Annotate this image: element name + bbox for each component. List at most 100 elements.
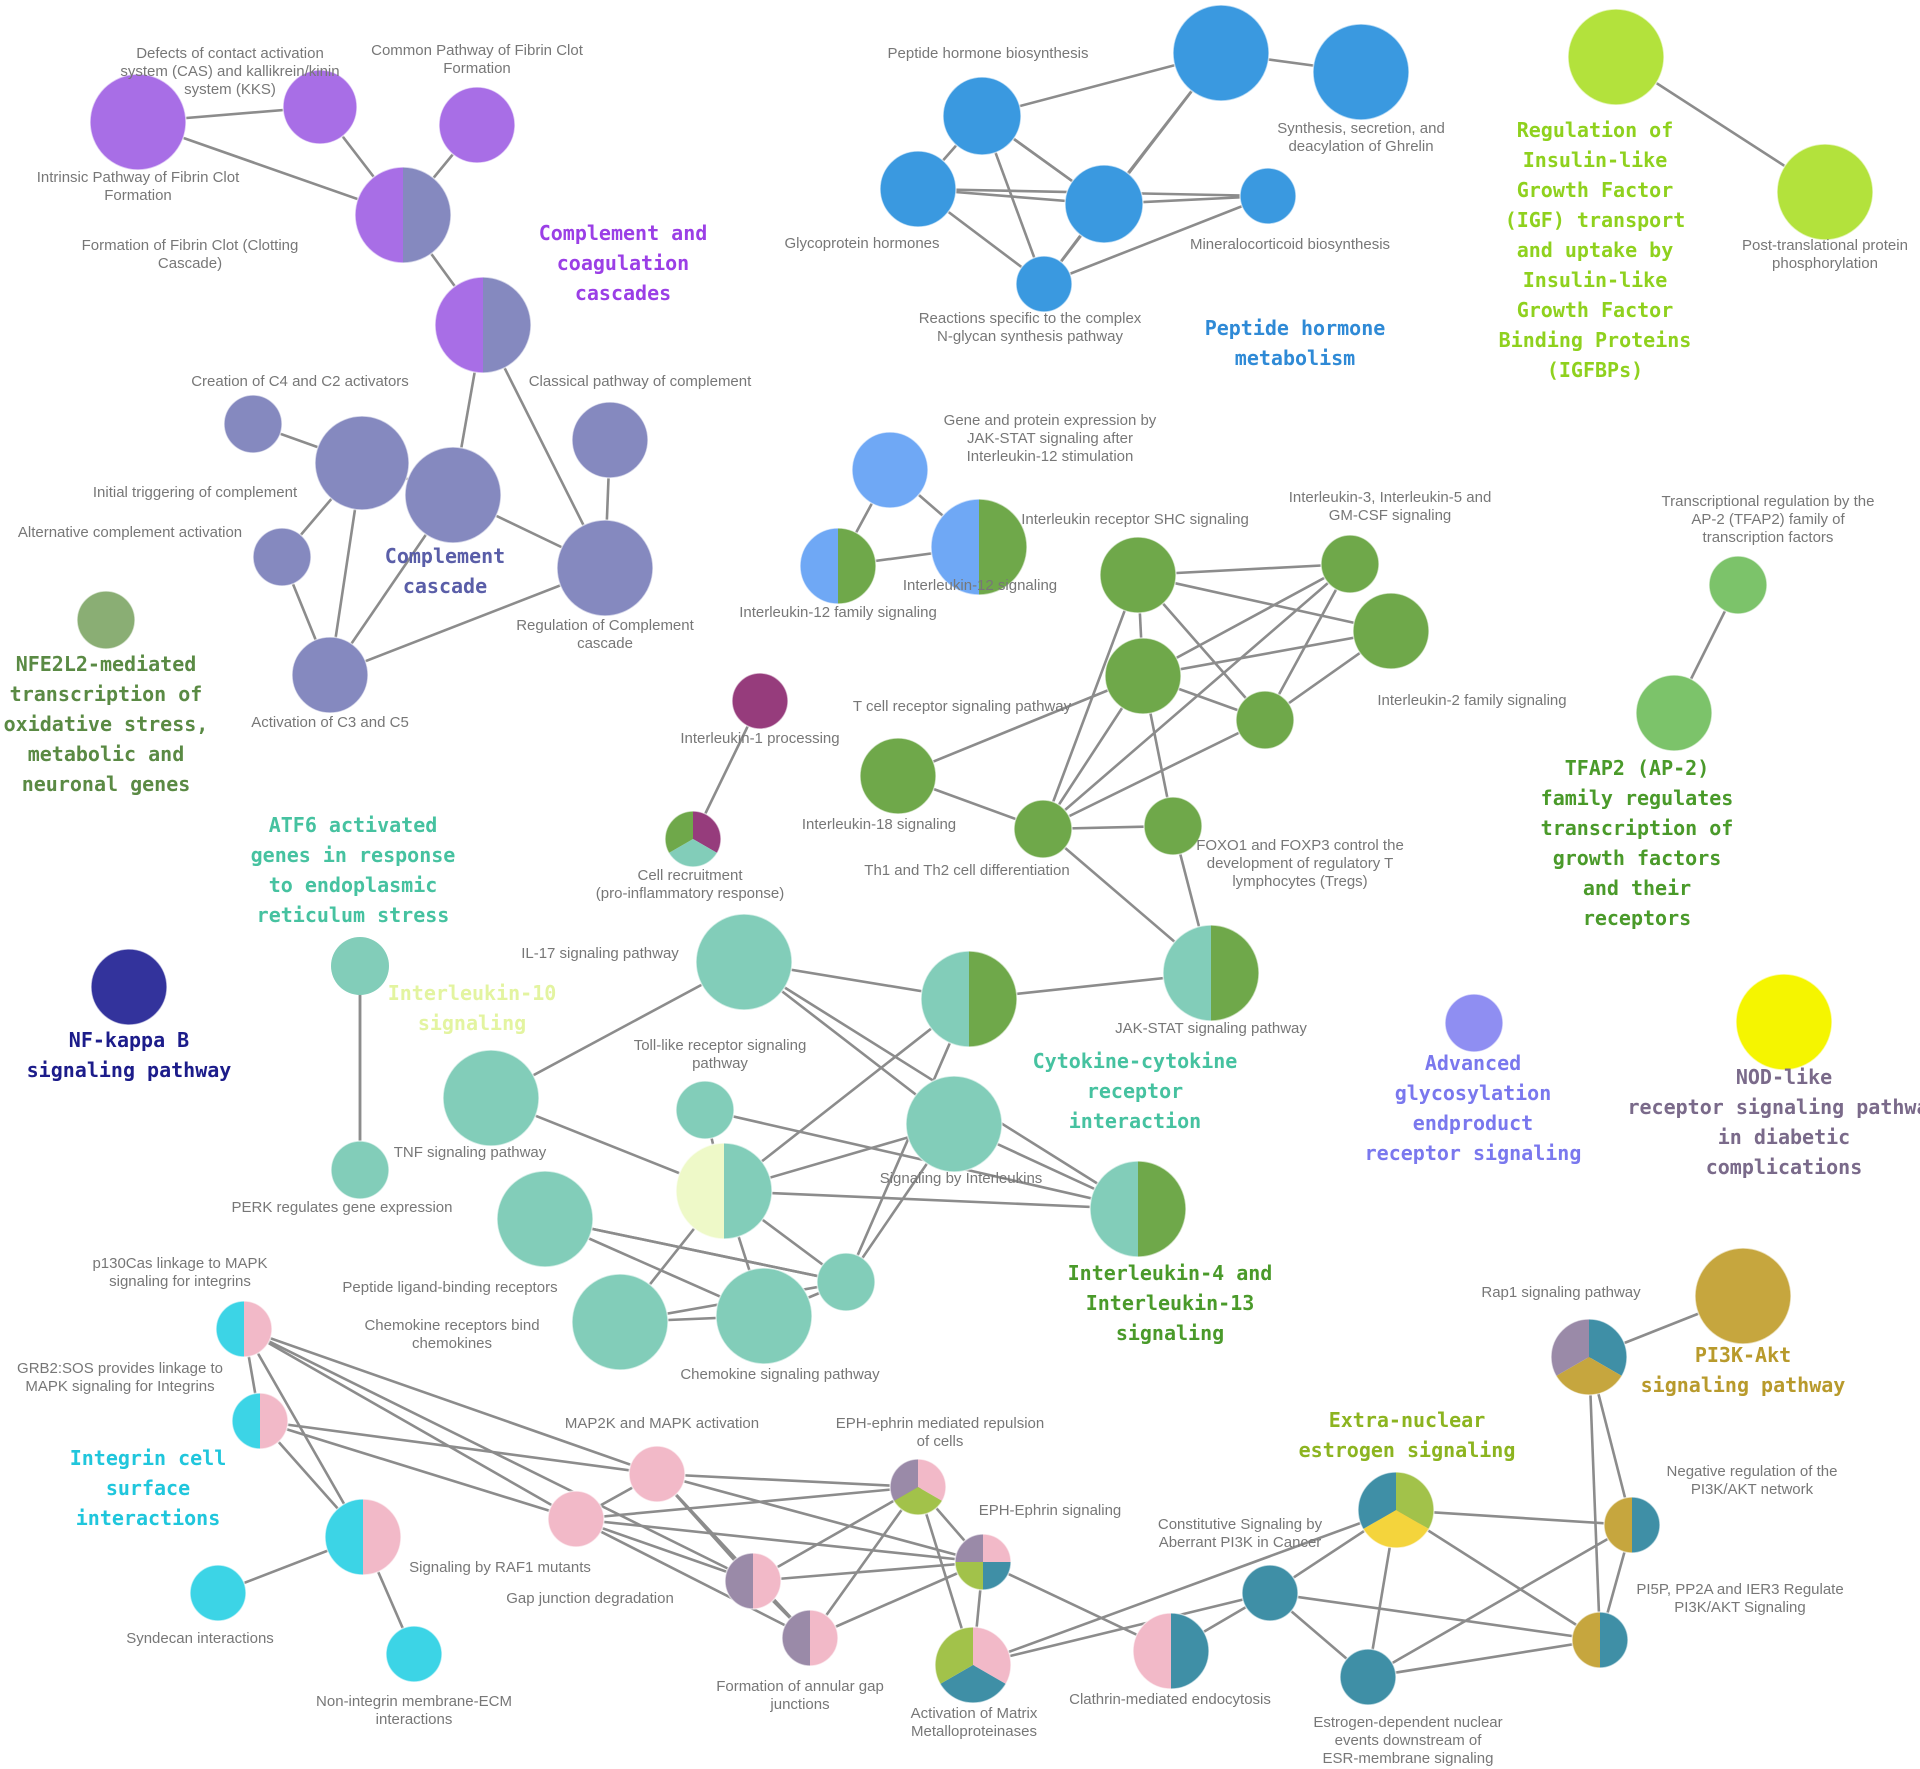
network-node[interactable] — [215, 1300, 273, 1358]
network-node[interactable] — [1603, 1496, 1661, 1554]
network-node[interactable] — [1444, 993, 1504, 1053]
network-node[interactable] — [252, 527, 312, 587]
network-node[interactable] — [816, 1252, 876, 1312]
network-node[interactable] — [920, 950, 1018, 1048]
network-node[interactable] — [905, 1075, 1003, 1173]
edge — [1043, 194, 1269, 286]
network-node[interactable] — [1694, 1247, 1792, 1345]
network-node[interactable] — [324, 1498, 402, 1576]
network-node[interactable] — [1567, 8, 1665, 106]
network-node[interactable] — [571, 1273, 669, 1371]
edge — [575, 1517, 984, 1564]
edge — [1395, 1508, 1633, 1527]
node-slice — [983, 1534, 1011, 1562]
network-node[interactable] — [385, 1625, 443, 1683]
network-node[interactable] — [675, 1142, 773, 1240]
network-node[interactable] — [1357, 1471, 1435, 1549]
network-node[interactable] — [282, 69, 358, 145]
network-node[interactable] — [934, 1626, 1012, 1704]
network-node[interactable] — [1064, 164, 1144, 244]
network-node[interactable] — [715, 1267, 813, 1365]
network-node[interactable] — [1550, 1318, 1628, 1396]
network-node[interactable] — [354, 166, 452, 264]
network-node[interactable] — [1099, 536, 1177, 614]
network-node[interactable] — [1735, 973, 1833, 1071]
network-node[interactable] — [556, 519, 654, 617]
node-label: Signaling by RAF1 mutants — [409, 1559, 591, 1576]
network-node[interactable] — [571, 401, 649, 479]
network-node[interactable] — [1132, 1612, 1210, 1690]
network-node[interactable] — [954, 1533, 1012, 1591]
edge — [752, 1560, 984, 1583]
network-node[interactable] — [1013, 799, 1073, 859]
network-node[interactable] — [1312, 23, 1410, 121]
node-circle — [77, 591, 135, 649]
edge — [1042, 718, 1266, 831]
network-node[interactable] — [675, 1080, 735, 1140]
network-node[interactable] — [90, 948, 168, 1026]
network-node[interactable] — [889, 1458, 947, 1516]
network-node[interactable] — [1104, 637, 1182, 715]
node-circle — [497, 1171, 593, 1267]
network-node[interactable] — [851, 431, 929, 509]
network-node[interactable] — [442, 1049, 540, 1147]
network-node[interactable] — [223, 394, 283, 454]
network-node[interactable] — [1172, 4, 1270, 102]
network-node[interactable] — [695, 913, 793, 1011]
node-circle — [732, 673, 788, 729]
network-node[interactable] — [799, 527, 877, 605]
node-slice — [921, 951, 969, 1047]
network-node[interactable] — [291, 636, 369, 714]
network-node[interactable] — [1162, 924, 1260, 1022]
network-node[interactable] — [189, 1564, 247, 1622]
network-node[interactable] — [1089, 1160, 1187, 1258]
node-outline — [920, 950, 1018, 1048]
network-node[interactable] — [331, 937, 389, 995]
network-node[interactable] — [314, 415, 410, 511]
network-node[interactable] — [76, 590, 136, 650]
network-node[interactable] — [1143, 796, 1203, 856]
node-circle — [1016, 256, 1072, 312]
network-node[interactable] — [930, 498, 1028, 596]
network-node[interactable] — [330, 1140, 390, 1200]
network-node[interactable] — [404, 446, 502, 544]
network-node[interactable] — [1015, 255, 1073, 313]
network-node[interactable] — [724, 1552, 782, 1610]
network-node[interactable] — [731, 672, 789, 730]
network-node[interactable] — [438, 86, 516, 164]
node-slice — [676, 1143, 724, 1239]
node-slice — [1163, 925, 1211, 1021]
network-node[interactable] — [628, 1445, 686, 1503]
node-circle — [557, 520, 653, 616]
node-circle — [224, 395, 282, 453]
network-node[interactable] — [781, 1609, 839, 1667]
network-node[interactable] — [859, 737, 937, 815]
network-node[interactable] — [496, 1170, 594, 1268]
network-node[interactable] — [942, 76, 1022, 156]
network-node[interactable] — [1571, 1611, 1629, 1669]
network-node[interactable] — [1776, 143, 1874, 241]
network-node[interactable] — [1235, 690, 1295, 750]
network-node[interactable] — [1320, 534, 1380, 594]
network-node[interactable] — [547, 1490, 605, 1548]
node-label: Classical pathway of complement — [529, 373, 752, 390]
network-node[interactable] — [1352, 592, 1430, 670]
network-node[interactable] — [1339, 1648, 1397, 1706]
network-node[interactable] — [1635, 674, 1713, 752]
network-node[interactable] — [879, 150, 957, 228]
network-node[interactable] — [664, 810, 722, 868]
network-node[interactable] — [434, 276, 532, 374]
node-outline — [1735, 973, 1833, 1071]
network-node[interactable] — [1241, 1564, 1299, 1622]
network-node[interactable] — [231, 1392, 289, 1450]
node-outline — [664, 810, 722, 868]
network-node[interactable] — [1239, 167, 1297, 225]
network-node[interactable] — [89, 73, 187, 171]
network-node[interactable] — [1708, 555, 1768, 615]
